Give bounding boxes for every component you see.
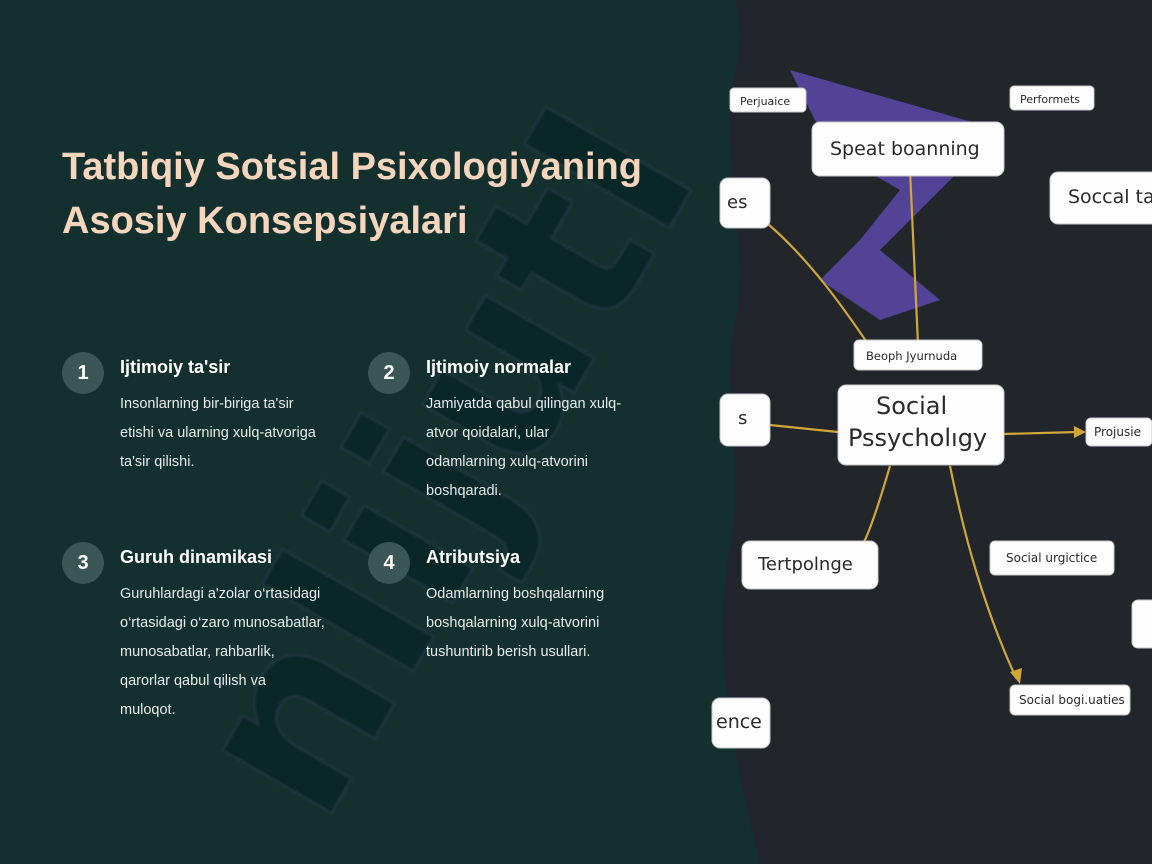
concept-title: Guruh dinamikasi bbox=[120, 547, 273, 567]
mindmap-node-box bbox=[1009, 85, 1095, 111]
mindmap-node-box bbox=[1009, 684, 1131, 716]
connector-line bbox=[948, 465, 1018, 679]
mindmap-node-label: Social bogi.uaties bbox=[1019, 693, 1125, 707]
mindmap-node-box bbox=[711, 697, 771, 749]
mindmap-node-label: ence bbox=[716, 711, 762, 733]
concept-description: Insonlarning bir-biriga ta'sir etishi va… bbox=[120, 390, 360, 477]
description-line: ta'sir qilishi. bbox=[120, 454, 195, 470]
concept-title: Ijtimoiy ta'sir bbox=[120, 357, 231, 377]
concept-title: Ijtimoiy normalar bbox=[426, 357, 572, 377]
description-line: boshqalarning xulq-atvorini bbox=[426, 615, 600, 631]
mindmap-node-label: es bbox=[727, 192, 747, 213]
description-line: odamlarning xulq-atvorini bbox=[426, 454, 588, 470]
mindmap-node-box bbox=[1049, 171, 1152, 225]
description-line: muloqot. bbox=[120, 702, 176, 718]
connector-line bbox=[769, 423, 839, 434]
description-line: Odamlarning boshqalarning bbox=[426, 586, 605, 602]
description-line: qarorlar qabul qilish va bbox=[120, 673, 266, 689]
mindmap-node-box bbox=[837, 384, 1005, 466]
arrowhead bbox=[1074, 426, 1086, 438]
mindmap-node-box bbox=[989, 540, 1115, 576]
mindmap-node-label: Social urgictice bbox=[1006, 551, 1097, 565]
mindmap-node-box bbox=[719, 177, 771, 229]
mindmap-center-label: Pssycholıgy bbox=[848, 424, 987, 452]
title-line: Tatbiqiy Sotsial Psixologiyaning bbox=[62, 146, 642, 188]
number-badge: 2 bbox=[368, 352, 410, 394]
mindmap-node-label: Performets bbox=[1020, 93, 1080, 106]
number-badge: 4 bbox=[368, 542, 410, 584]
description-line: atvor qoidalari, ular bbox=[426, 425, 550, 441]
mindmap-node-label: Perjuaice bbox=[740, 95, 790, 108]
mindmap-node-label: Tertpolnge bbox=[757, 554, 853, 575]
concept-description: Guruhlardagi a'zolar o‘rtasidagi o‘rtasi… bbox=[120, 580, 360, 725]
arrowhead bbox=[1010, 668, 1022, 684]
mindmap-node-label: Speat boanning bbox=[830, 138, 980, 160]
connector-line bbox=[1003, 430, 1079, 436]
title-line: Asosiy Konsepsiyalari bbox=[62, 200, 468, 242]
mindmap-node-box bbox=[811, 121, 1005, 177]
mindmap-node-label: Projusie bbox=[1094, 425, 1141, 439]
number-badge: 3 bbox=[62, 542, 104, 584]
description-line: Guruhlardagi a'zolar o‘rtasidagi bbox=[120, 586, 321, 602]
description-line: o‘rtasidagi o‘zaro munosabatlar, bbox=[120, 615, 325, 631]
page-title: Tatbiqiy Sotsial Psixologiyaning Asosiy … bbox=[62, 140, 682, 248]
mindmap-node-label: Soccal ta bbox=[1068, 186, 1152, 208]
connector-line bbox=[767, 223, 869, 345]
description-line: Insonlarning bir-biriga ta'sir bbox=[120, 396, 294, 412]
description-line: Jamiyatda qabul qilingan xulq- bbox=[426, 396, 622, 412]
description-line: etishi va ularning xulq-atvoriga bbox=[120, 425, 316, 441]
connector-line bbox=[863, 465, 892, 543]
mindmap-center-label: Social bbox=[876, 392, 947, 420]
description-line: tushuntirib berish usullari. bbox=[426, 644, 591, 660]
description-line: munosabatlar, rahbarlik, bbox=[120, 644, 275, 660]
mindmap-node-box bbox=[719, 393, 771, 447]
concept-title: Atributsiya bbox=[426, 547, 521, 567]
mindmap-node-label: Beoph Jyurnuda bbox=[866, 349, 957, 363]
mindmap-node-box bbox=[1085, 417, 1152, 447]
number-badge: 1 bbox=[62, 352, 104, 394]
mindmap-node-box bbox=[729, 87, 807, 113]
connector-line bbox=[908, 169, 920, 345]
concept-description: Odamlarning boshqalarning boshqalarning … bbox=[426, 580, 666, 667]
mindmap-node-label: s bbox=[738, 408, 747, 429]
mindmap-node-box bbox=[741, 540, 879, 590]
mindmap-node-box bbox=[853, 339, 983, 371]
mindmap-node-box bbox=[1131, 599, 1152, 649]
description-line: boshqaradi. bbox=[426, 483, 502, 499]
concept-description: Jamiyatda qabul qilingan xulq- atvor qoi… bbox=[426, 390, 666, 506]
